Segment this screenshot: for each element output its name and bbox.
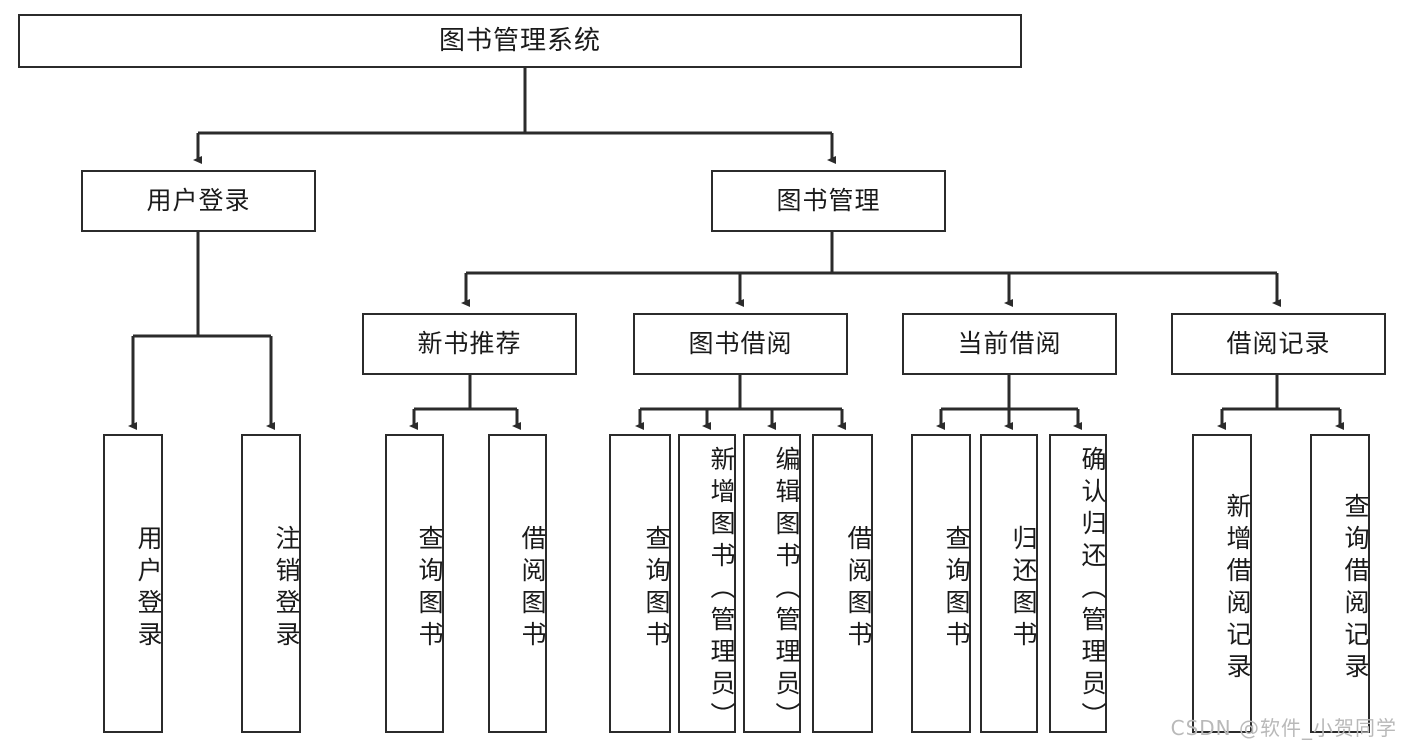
leaf-node-query-borrow-record[interactable]: 查询借阅记录 [1310,434,1370,733]
node-label: 借阅记录 [1226,329,1331,359]
node-label: 新书推荐 [417,329,522,359]
leaf-node-borrow-book[interactable]: 借阅图书 [812,434,873,733]
node-label: 注销登录 [272,524,301,653]
node-label: 归还图书 [1009,524,1038,653]
leaf-node-edit-book[interactable]: 编辑图书（管理员） [743,434,801,734]
leaf-node-add-borrow-record[interactable]: 新增借阅记录 [1192,434,1252,733]
node-label: 新增图书（管理员） [707,446,736,734]
node-borrow-record[interactable]: 借阅记录 [1171,313,1386,375]
leaf-node-query-book-borrow[interactable]: 查询图书 [609,434,671,733]
node-label: 查询借阅记录 [1341,492,1370,685]
node-label: 借阅图书 [844,524,873,653]
node-new-book-recommend[interactable]: 新书推荐 [362,313,577,375]
node-label: 用户登录 [146,186,251,216]
node-label: 新增借阅记录 [1223,492,1252,685]
node-label: 查询图书 [415,524,444,653]
csdn-watermark: CSDN @软件_小贺同学 [1170,716,1397,740]
leaf-node-borrow-book-recommend[interactable]: 借阅图书 [488,434,547,733]
node-label: 查询图书 [642,524,671,653]
node-label: 借阅图书 [518,524,547,653]
node-label: 编辑图书（管理员） [772,446,801,734]
node-label: 图书管理 [776,186,881,216]
node-label: 用户登录 [134,524,163,653]
node-book-management[interactable]: 图书管理 [711,170,946,232]
node-label: 图书借阅 [688,329,793,359]
leaf-node-query-book-recommend[interactable]: 查询图书 [385,434,444,733]
node-book-borrow[interactable]: 图书借阅 [633,313,848,375]
leaf-node-query-book-current[interactable]: 查询图书 [911,434,971,733]
node-label: 当前借阅 [957,329,1062,359]
node-root-book-management-system[interactable]: 图书管理系统 [18,14,1022,68]
node-label: 查询图书 [942,524,971,653]
leaf-node-logout[interactable]: 注销登录 [241,434,301,733]
leaf-node-user-login[interactable]: 用户登录 [103,434,163,733]
node-label: 确认归还（管理员） [1078,446,1107,734]
leaf-node-return-book[interactable]: 归还图书 [980,434,1038,733]
node-current-borrow[interactable]: 当前借阅 [902,313,1117,375]
leaf-node-add-book[interactable]: 新增图书（管理员） [678,434,736,734]
node-user-login[interactable]: 用户登录 [81,170,316,232]
node-label: 图书管理系统 [438,25,601,56]
leaf-node-confirm-return[interactable]: 确认归还（管理员） [1049,434,1107,734]
